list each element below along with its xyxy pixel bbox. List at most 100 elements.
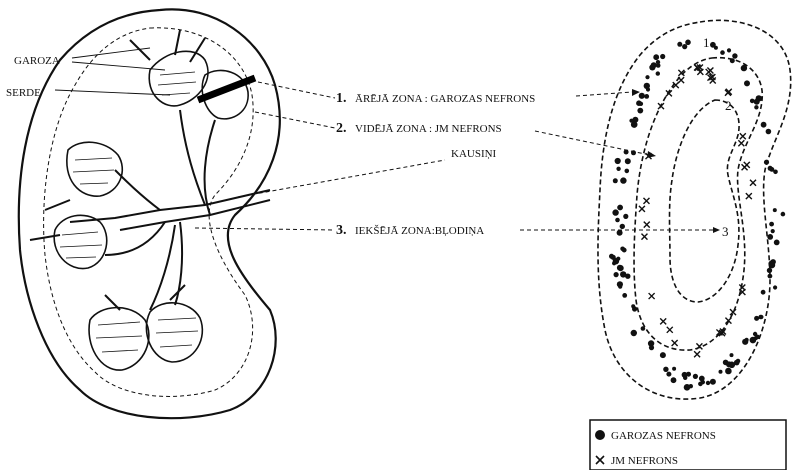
jm-nephron-cross [678, 77, 684, 83]
cortical-nephron-dot [684, 384, 691, 391]
cortical-nephron-dot [699, 376, 705, 382]
cortical-nephron-dot [710, 42, 716, 48]
cortical-nephron-dot [774, 240, 780, 246]
cortical-nephron-dot [720, 50, 725, 55]
cortical-nephron-dot [767, 234, 773, 240]
cortical-nephron-dot [644, 83, 650, 89]
zone-1-number: 1. [336, 91, 347, 106]
legend-dot-label: GAROZAS NEFRONS [611, 430, 716, 442]
cortical-nephron-dot [773, 208, 777, 212]
jm-nephron-cross [644, 222, 650, 228]
cortical-nephron-dot [645, 75, 649, 79]
cortical-nephron-dot [615, 158, 621, 164]
pyramid-bottom-left [89, 308, 149, 371]
cortical-nephron-dot [725, 368, 732, 375]
jm-nephron-cross [672, 340, 678, 346]
cortical-nephron-dot [759, 315, 763, 319]
jm-nephron-cross [667, 327, 673, 333]
pyramid-left-upper [67, 142, 122, 196]
cortical-nephron-dot [744, 80, 750, 86]
cortical-nephron-dot [771, 229, 775, 233]
cortical-nephron-dot [754, 99, 760, 105]
cortical-nephron-dot [768, 260, 775, 267]
zone-3-number: 3. [336, 223, 347, 238]
cortical-nephron-dot [620, 224, 625, 229]
schematic-inner-boundary [670, 100, 740, 302]
cortical-nephron-dot [612, 261, 616, 265]
jm-nephron-cross [738, 140, 744, 146]
cortical-nephron-dot [644, 94, 649, 99]
cortical-nephron-dot [773, 285, 777, 289]
cortical-nephron-dot [632, 306, 637, 311]
cortical-nephron-dot [613, 178, 618, 183]
kidney-section [19, 9, 280, 418]
cortical-nephron-dot [625, 158, 631, 164]
cortical-nephron-dot [617, 265, 623, 271]
label-cortex: GAROZA [14, 55, 60, 67]
cortical-nephron-dot [766, 129, 772, 135]
legend-dot-icon [595, 430, 605, 440]
cortical-nephron-dot [750, 337, 757, 344]
zone-3-text: IEKŠĒJĀ ZONA:BĻODIŅA [355, 225, 484, 237]
jm-nephron-cross [649, 293, 655, 299]
schematic-zone-2-number: 2 [725, 98, 732, 113]
cortical-nephron-dot [620, 177, 626, 183]
cortical-nephron-dot [761, 122, 767, 128]
cortical-nephron-dot [637, 108, 643, 114]
cortical-nephron-dot [768, 274, 773, 279]
cortical-nephron-dot [625, 274, 630, 279]
cortical-nephron-dot [764, 160, 769, 165]
jm-nephron-cross [641, 234, 647, 240]
cortical-nephron-dot [682, 44, 687, 49]
cortical-nephron-dot [656, 60, 660, 64]
cortical-nephron-dot [631, 150, 636, 155]
cortical-nephron-dot [629, 119, 633, 123]
cortical-nephron-dot [624, 150, 629, 155]
cortical-nephron-dot [625, 169, 630, 174]
cortical-nephron-dot [742, 339, 748, 345]
pyramid-left-lower [54, 215, 107, 268]
cortical-nephron-dot [609, 254, 614, 259]
cortical-nephron-dot [727, 48, 731, 52]
cortical-nephron-dot [639, 102, 643, 106]
zone-1-text: ĀRĒJĀ ZONA : GAROZAS NEFRONS [355, 93, 535, 105]
cortical-nephron-dot [617, 205, 623, 211]
zone-schematic [598, 20, 791, 399]
cortical-nephron-dot [685, 40, 691, 46]
cortical-nephron-dot [769, 222, 774, 227]
jm-nephron-cross [694, 351, 700, 357]
cortical-nephron-dot [719, 370, 723, 374]
jm-nephron-cross [660, 318, 666, 324]
schematic-middle-boundary [634, 58, 762, 350]
cortical-nephron-dot [773, 170, 778, 175]
cortical-nephron-dot [734, 360, 740, 366]
cortical-nephron-dot [706, 381, 710, 385]
cortical-nephron-dot [618, 285, 622, 289]
cortical-nephron-dot [653, 54, 659, 60]
cortical-nephron-dot [666, 372, 671, 377]
cortical-nephron-dot [656, 71, 660, 75]
cortical-nephron-dot [614, 272, 619, 277]
cortical-nephron-dot [612, 209, 618, 215]
zone-2-text: VIDĒJĀ ZONA : JM NEFRONS [355, 123, 502, 135]
cortical-nephron-dot [761, 290, 766, 295]
cortical-nephron-dot [754, 105, 758, 109]
cortical-nephron-dot [649, 345, 654, 350]
cortical-nephron-dot [641, 326, 646, 331]
schematic-outer-boundary [598, 20, 791, 399]
cortical-nephron-dot [620, 247, 625, 252]
cortical-nephron-dot [631, 330, 637, 336]
cortical-nephron-dot [623, 214, 628, 219]
cortical-nephron-dot [730, 353, 734, 357]
cortical-nephron-dot [639, 93, 645, 99]
cortical-nephron-dot [622, 293, 627, 298]
label-medulla: SERDE [6, 87, 41, 99]
cortical-nephron-dot [754, 316, 759, 321]
cortical-nephron-dot [672, 367, 676, 371]
cortical-nephron-dot [710, 379, 716, 385]
jm-nephron-cross [742, 164, 748, 170]
cortical-nephron-dot [693, 374, 698, 379]
cortical-nephron-dot [651, 62, 657, 68]
